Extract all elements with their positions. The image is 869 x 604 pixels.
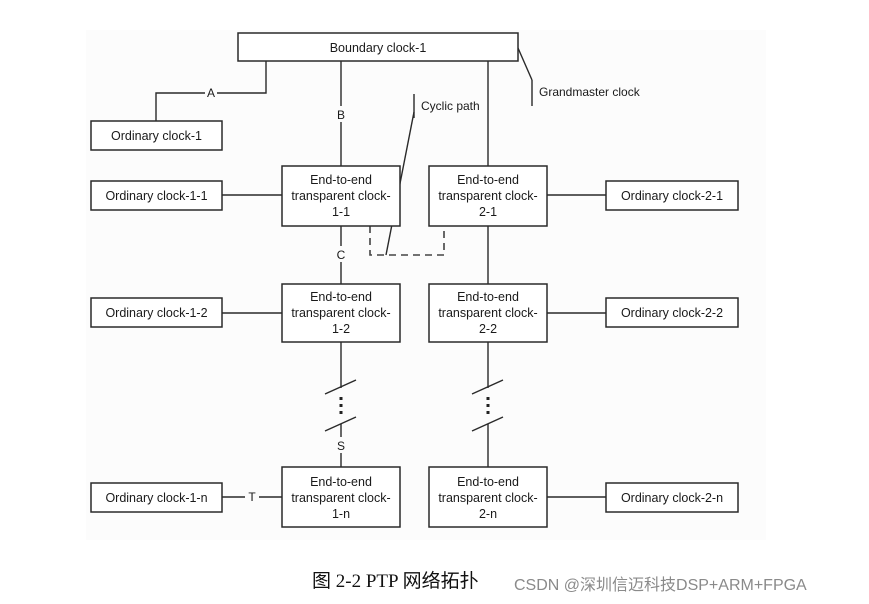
transparent-clock-box: [281, 283, 401, 343]
transparent-clock-2-n-node: End-to-end transparent clock- 2-n: [428, 466, 548, 528]
transparent-clock-box: [428, 466, 548, 528]
transparent-clock-line3: 1-n: [332, 507, 350, 521]
ellipsis-dot: [486, 404, 490, 407]
transparent-clock-box: [281, 466, 401, 528]
ordinary-clock-box: [605, 180, 739, 211]
link-a-label-bg: [205, 86, 217, 100]
transparent-clock-box: [281, 165, 401, 227]
transparent-clock-line3: 2-n: [479, 507, 497, 521]
boundary-clock-box: [237, 32, 519, 62]
chain-right-upper-break: [471, 379, 504, 395]
link-a-label: A: [207, 86, 215, 100]
ordinary-clock-box: [90, 180, 223, 211]
transparent-clock-line3: 1-2: [332, 322, 350, 336]
ellipsis-dots: [339, 397, 490, 414]
link-c-label-bg: [334, 246, 348, 262]
transparent-clock-line3: 2-1: [479, 205, 497, 219]
transparent-clock-1-n-node: End-to-end transparent clock- 1-n: [281, 466, 401, 528]
transparent-clock-line3: 1-1: [332, 205, 350, 219]
ellipsis-dot: [339, 397, 343, 400]
ellipsis-dot: [339, 404, 343, 407]
transparent-clock-2-1-node: End-to-end transparent clock- 2-1: [428, 165, 548, 227]
cyclic-path-label: Cyclic path: [421, 99, 480, 113]
ordinary-clock-2-1-node: Ordinary clock-2-1: [605, 180, 739, 211]
ellipsis-dot: [486, 397, 490, 400]
chain-left-upper-break: [324, 379, 357, 395]
boundary-clock-node: Boundary clock-1: [237, 32, 519, 62]
transparent-clock-line2: transparent clock-: [291, 189, 390, 203]
ordinary-clock-1-1-node: Ordinary clock-1-1: [90, 180, 223, 211]
ordinary-clock-box: [90, 482, 223, 513]
ordinary-clock-1-2-node: Ordinary clock-1-2: [90, 297, 223, 328]
transparent-clock-2-2-node: End-to-end transparent clock- 2-2: [428, 283, 548, 343]
transparent-clock-line2: transparent clock-: [291, 491, 390, 505]
link-t-label: T: [248, 490, 256, 504]
transparent-clock-line2: transparent clock-: [438, 189, 537, 203]
figure-caption: 图 2-2 PTP 网络拓扑: [312, 571, 479, 592]
ordinary-clock-box: [90, 297, 223, 328]
transparent-clock-line1: End-to-end: [457, 475, 519, 489]
transparent-clock-1-1-node: End-to-end transparent clock- 1-1: [281, 165, 401, 227]
transparent-clock-line1: End-to-end: [457, 173, 519, 187]
link-b-label-bg: [334, 106, 348, 122]
link-c-label: C: [337, 248, 346, 262]
watermark: CSDN @深圳信迈科技DSP+ARM+FPGA: [514, 577, 807, 594]
ordinary-clock-label: Ordinary clock-2-1: [621, 189, 723, 203]
ordinary-clock-label: Ordinary clock-2-2: [621, 306, 723, 320]
ordinary-clock-box: [605, 482, 739, 513]
transparent-clock-1-2-node: End-to-end transparent clock- 1-2: [281, 283, 401, 343]
ordinary-clock-box: [605, 297, 739, 328]
transparent-clock-line1: End-to-end: [457, 290, 519, 304]
boundary-clock-label: Boundary clock-1: [330, 41, 427, 55]
transparent-clock-line3: 2-2: [479, 322, 497, 336]
grandmaster-pointer-line: [517, 47, 533, 81]
transparent-clock-box: [428, 283, 548, 343]
ordinary-clock-2-2-node: Ordinary clock-2-2: [605, 297, 739, 328]
transparent-clock-line1: End-to-end: [310, 475, 372, 489]
transparent-clock-line2: transparent clock-: [438, 306, 537, 320]
transparent-clock-line1: End-to-end: [310, 173, 372, 187]
link-b-label: B: [337, 108, 345, 122]
ellipsis-dot: [486, 411, 490, 414]
link-s-label-bg: [334, 437, 348, 453]
transparent-clock-line2: transparent clock-: [291, 306, 390, 320]
transparent-clock-box: [428, 165, 548, 227]
ordinary-clock-label: Ordinary clock-1-n: [105, 491, 207, 505]
ordinary-clock-2-n-node: Ordinary clock-2-n: [605, 482, 739, 513]
ellipsis-dot: [339, 411, 343, 414]
transparent-clock-line2: transparent clock-: [438, 491, 537, 505]
ordinary-clock-1-label: Ordinary clock-1: [111, 129, 202, 143]
link-s-label: S: [337, 439, 345, 453]
ordinary-clock-1-box: [90, 120, 223, 151]
transparent-clock-line1: End-to-end: [310, 290, 372, 304]
link-t-label-bg: [245, 490, 259, 504]
ordinary-clock-label: Ordinary clock-1-1: [105, 189, 207, 203]
diagram-background: [86, 30, 766, 540]
ordinary-clock-1-node: Ordinary clock-1: [90, 120, 223, 151]
ordinary-clock-label: Ordinary clock-2-n: [621, 491, 723, 505]
ordinary-clock-1-n-node: Ordinary clock-1-n: [90, 482, 223, 513]
ordinary-clock-label: Ordinary clock-1-2: [105, 306, 207, 320]
cyclic-path-dashed-line: [369, 226, 445, 256]
grandmaster-clock-label: Grandmaster clock: [539, 85, 641, 99]
